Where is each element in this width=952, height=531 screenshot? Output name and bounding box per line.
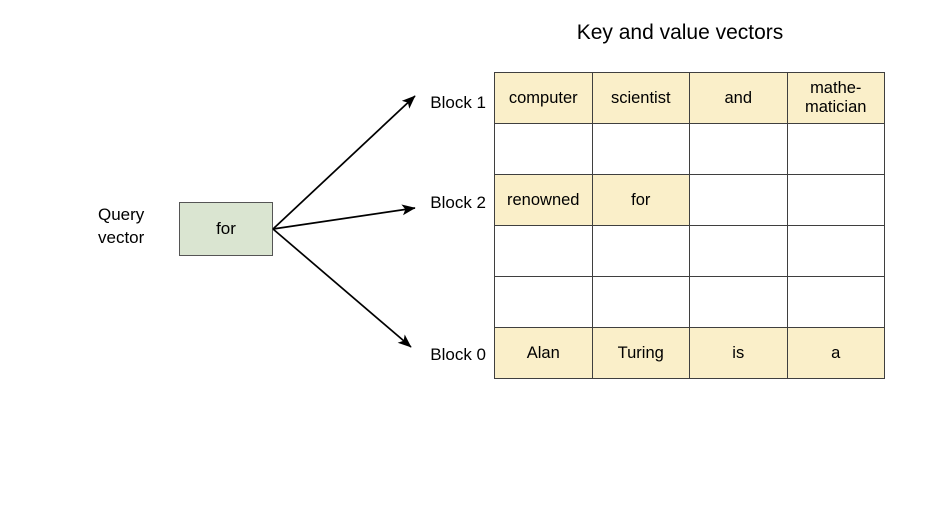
table-row [494, 225, 885, 277]
table-cell: scientist [591, 72, 690, 124]
table-cell [494, 276, 593, 328]
table-cell [786, 174, 885, 226]
table-cell: Alan [494, 327, 593, 379]
query-vector-label-line1: Query [98, 205, 145, 224]
table-cell [591, 123, 690, 175]
table-cell [786, 123, 885, 175]
query-vector-label: Query vector [98, 203, 176, 249]
table-cell: and [689, 72, 788, 124]
table-cell: computer [494, 72, 593, 124]
table-cell [689, 123, 788, 175]
table-cell [786, 276, 885, 328]
table-cell [591, 276, 690, 328]
block-label-block-0: Block 0 [430, 345, 486, 364]
block-label-block-1: Block 1 [430, 93, 486, 112]
table-cell: mathe-matician [786, 72, 885, 124]
table-row [494, 123, 885, 175]
table-cell: for [591, 174, 690, 226]
query-vector-box[interactable]: for [179, 202, 273, 256]
table-cell [494, 123, 593, 175]
table-cell [689, 276, 788, 328]
block-label-block-2: Block 2 [430, 193, 486, 212]
table-cell: is [689, 327, 788, 379]
table-cell [786, 225, 885, 277]
table-row [494, 276, 885, 328]
table-cell [591, 225, 690, 277]
table-cell: Turing [591, 327, 690, 379]
table-cell: renowned [494, 174, 593, 226]
page-title: Key and value vectors [576, 21, 784, 44]
query-vector-label-line2: vector [98, 228, 145, 247]
table-cell [689, 174, 788, 226]
table-cell [494, 225, 593, 277]
table-cell [689, 225, 788, 277]
query-vector-token: for [216, 219, 236, 238]
table-cell: a [786, 327, 885, 379]
arrow-to-block-0 [272, 228, 412, 348]
